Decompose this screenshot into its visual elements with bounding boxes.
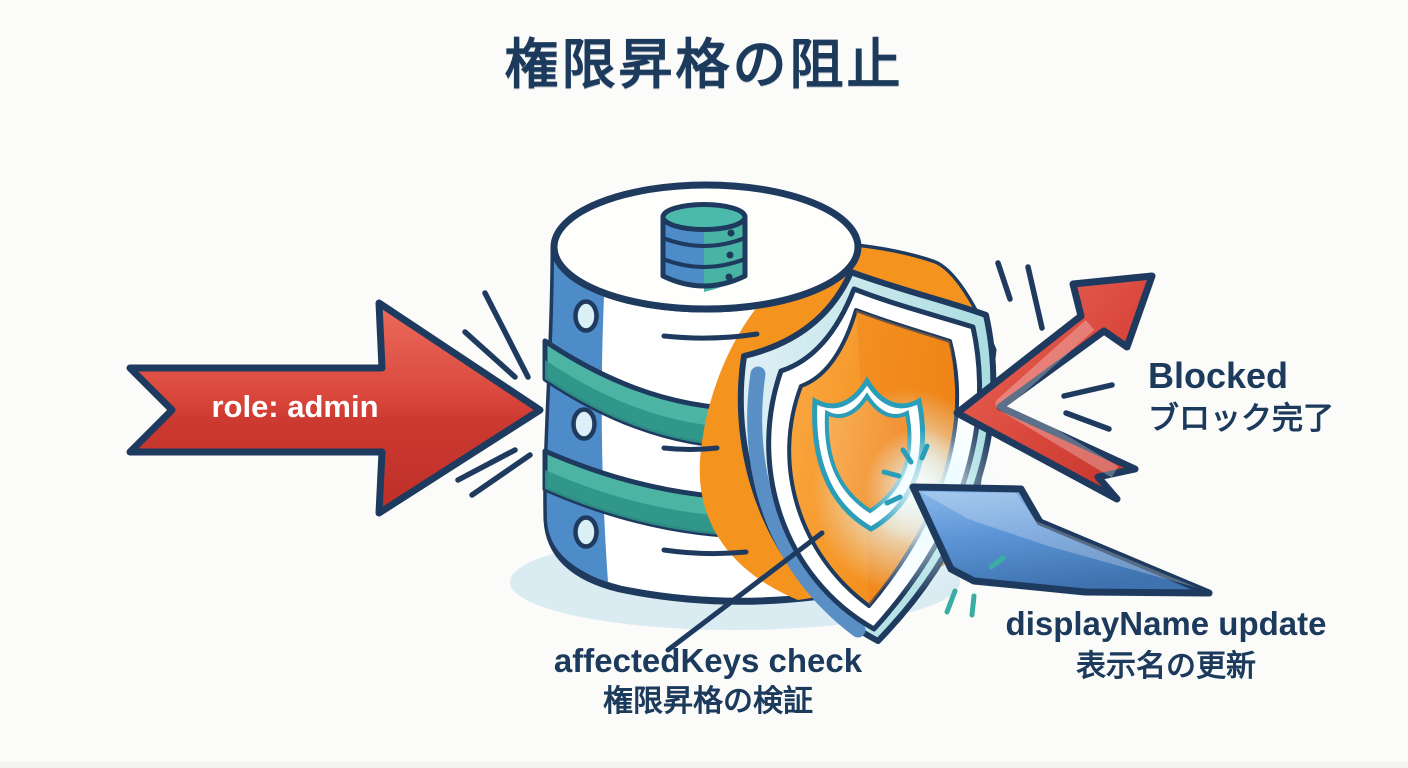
pass-spark-1	[944, 588, 958, 615]
slot-line-middle	[661, 445, 720, 452]
mini-db-outline	[660, 217, 748, 289]
deflect-spark-2	[1025, 264, 1045, 331]
bounce-mark-lower	[1063, 410, 1112, 432]
blocked-label-ja: ブロック完了	[1148, 401, 1334, 436]
check-label-en: affectedKeys check	[553, 642, 863, 679]
blocked-label-en: Blocked	[1148, 355, 1289, 396]
callout-leader-line	[665, 530, 825, 653]
impact-line-1	[482, 290, 531, 380]
spark-line-1	[900, 447, 914, 465]
slot-line-top	[661, 331, 760, 341]
bounce-mark-upper	[1061, 382, 1115, 399]
pass-spark-2	[969, 593, 977, 618]
deflected-arrow	[953, 272, 1156, 503]
mini-db-top	[660, 202, 748, 232]
pass-spark-3	[988, 555, 1006, 570]
mini-db-dot-3	[725, 273, 733, 281]
allowed-arrow	[909, 483, 1213, 597]
impact-line-3	[455, 447, 518, 483]
rivet-bottom	[573, 515, 599, 549]
deflected-arrow-highlight	[995, 320, 1119, 478]
mini-db-dot-1	[727, 229, 735, 237]
mini-db-body-right	[704, 217, 745, 292]
spark-line-3	[884, 494, 903, 506]
allowed-arrow-highlight	[921, 492, 1198, 588]
mini-db-dot-2	[726, 251, 734, 259]
attack-arrow-label: role: admin	[211, 389, 379, 424]
spark-line-2	[881, 469, 902, 479]
mini-db-separator-2	[662, 257, 746, 269]
spark-line-4	[919, 443, 930, 461]
rivet-middle	[571, 407, 597, 441]
check-label-ja: 権限昇格の検証	[603, 685, 813, 718]
attack-arrow	[126, 299, 544, 517]
allowed-label-en: displayName update	[1005, 605, 1327, 642]
allowed-label-ja: 表示名の更新	[1076, 650, 1256, 683]
slot-line-bottom	[661, 547, 749, 557]
page-title: 権限昇格の阻止	[504, 35, 904, 95]
bottom-edge-strip	[0, 762, 1408, 768]
impact-line-2	[462, 329, 518, 380]
mini-db-separator-1	[662, 236, 746, 248]
shield-left-edge	[747, 366, 866, 638]
impact-line-4	[469, 452, 533, 498]
rivet-top	[573, 299, 599, 333]
deflect-spark-1	[995, 260, 1013, 302]
